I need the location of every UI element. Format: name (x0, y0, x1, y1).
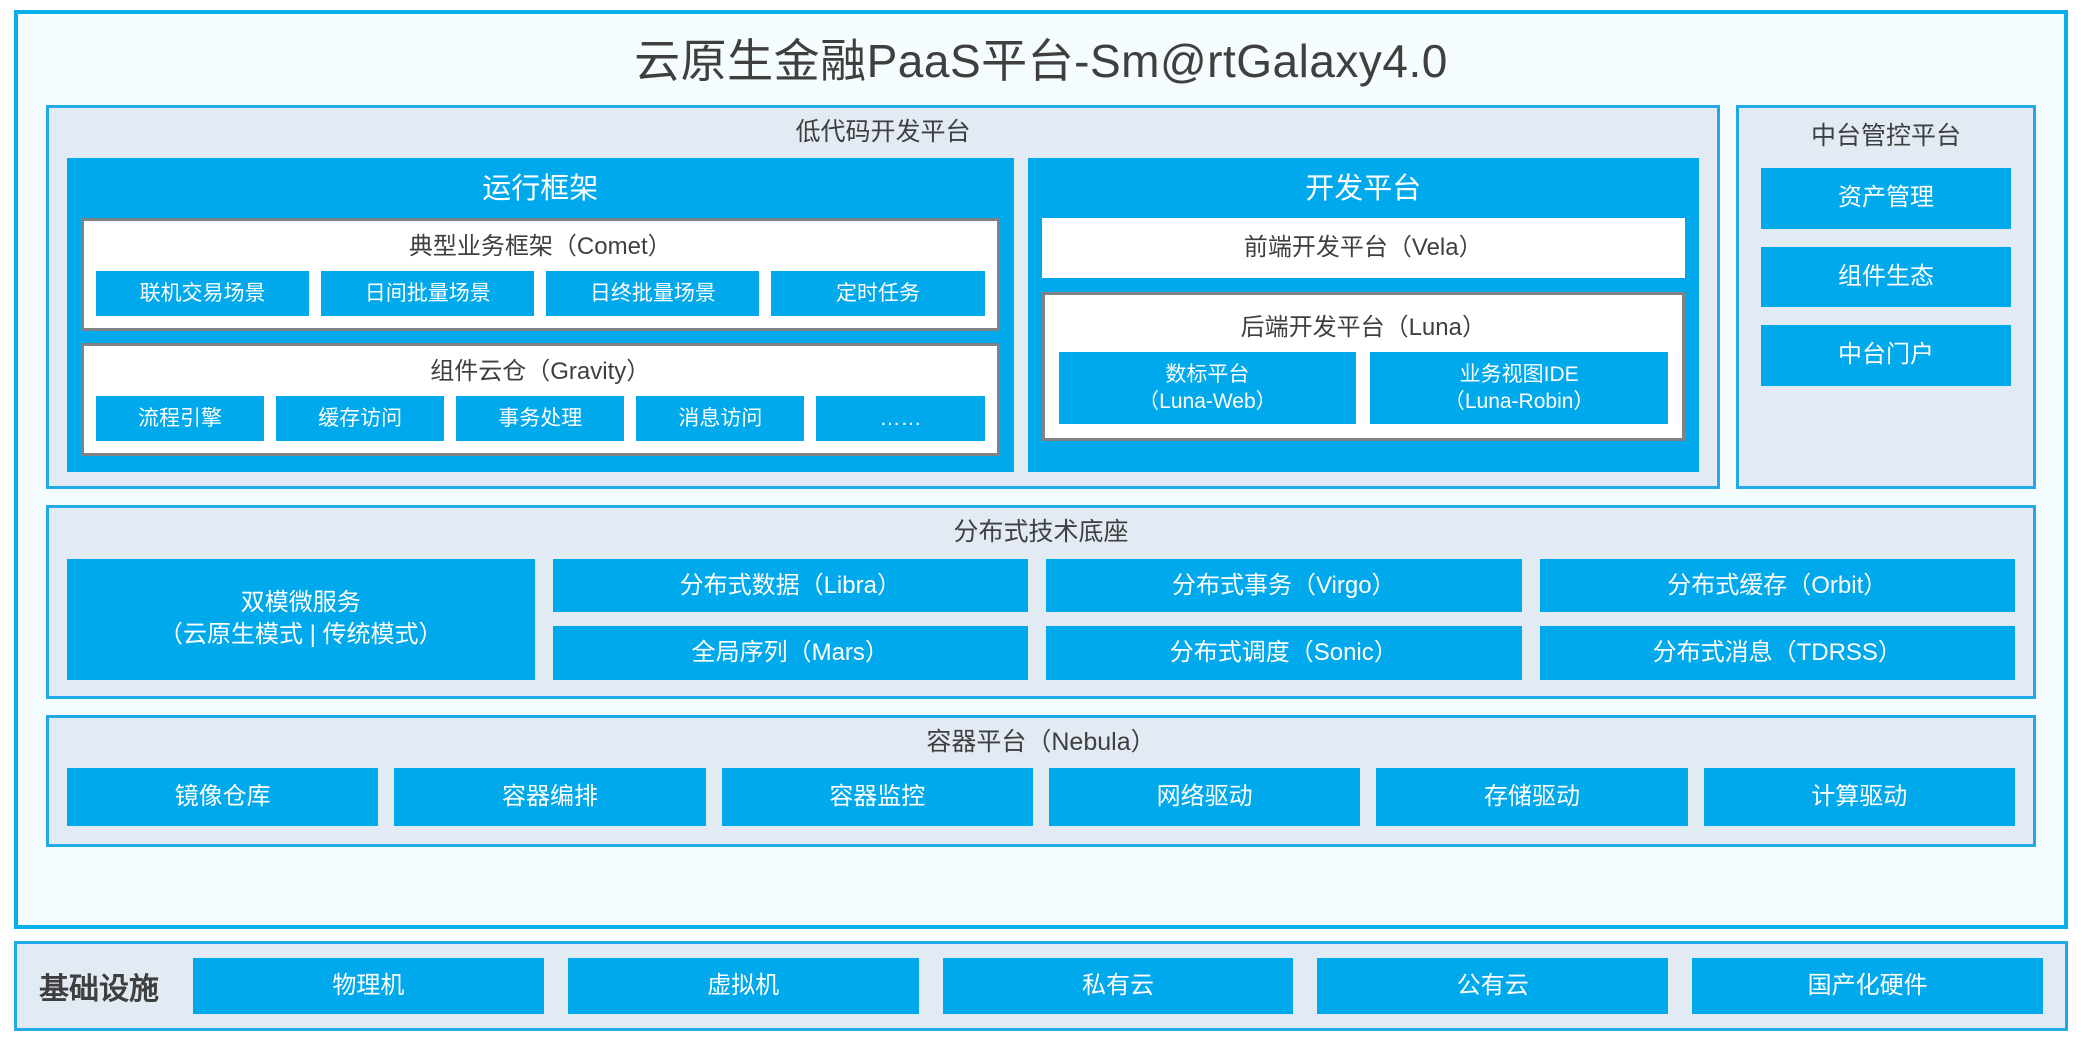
platform-outer-frame: 云原生金融PaaS平台-Sm@rtGalaxy4.0 低代码开发平台 运行框架 … (14, 10, 2068, 930)
gravity-item-cache-access[interactable]: 缓存访问 (276, 395, 445, 441)
distributed-base-panel: 分布式技术底座 双模微服务 （云原生模式 | 传统模式） 分布式数据（Libra… (46, 504, 2036, 699)
runtime-framework-title: 运行框架 (482, 173, 599, 206)
container-item-storage-driver[interactable]: 存储驱动 (1376, 768, 1688, 827)
comet-item-intraday-batch[interactable]: 日间批量场景 (321, 270, 535, 317)
distributed-item-virgo[interactable]: 分布式事务（Virgo） (1046, 558, 1522, 613)
infrastructure-item-physical-machine[interactable]: 物理机 (193, 958, 544, 1014)
container-platform-items: 镜像仓库 容器编排 容器监控 网络驱动 存储驱动 计算驱动 (67, 768, 2015, 827)
comet-item-online-trade[interactable]: 联机交易场景 (96, 270, 310, 317)
runtime-framework-card: 运行框架 典型业务框架（Comet） 联机交易场景 日间批量场景 日终批量场景 … (67, 158, 1014, 472)
dual-mode-microservice-wrap: 双模微服务 （云原生模式 | 传统模式） (67, 558, 535, 680)
infrastructure-items: 物理机 虚拟机 私有云 公有云 国产化硬件 (193, 958, 2043, 1014)
infrastructure-item-public-cloud[interactable]: 公有云 (1317, 958, 1669, 1014)
comet-title: 典型业务框架（Comet） (408, 233, 672, 261)
container-platform-panel: 容器平台（Nebula） 镜像仓库 容器编排 容器监控 网络驱动 存储驱动 计算… (46, 714, 2036, 848)
gravity-title: 组件云仓（Gravity） (430, 358, 651, 386)
comet-item-eod-batch[interactable]: 日终批量场景 (546, 270, 760, 317)
control-platform-panel: 中台管控平台 资产管理 组件生态 中台门户 (1736, 104, 2036, 489)
distributed-item-tdrss[interactable]: 分布式消息（TDRSS） (1539, 626, 2016, 680)
distributed-column-3: 分布式缓存（Orbit） 分布式消息（TDRSS） (1539, 558, 2016, 680)
luna-web-name: 数标平台 (1165, 362, 1250, 386)
gravity-item-transaction[interactable]: 事务处理 (456, 395, 625, 441)
distributed-column-1: 分布式数据（Libra） 全局序列（Mars） (552, 558, 1029, 680)
infrastructure-item-domestic-hardware[interactable]: 国产化硬件 (1692, 958, 2043, 1014)
gravity-box: 组件云仓（Gravity） 流程引擎 缓存访问 事务处理 消息访问 …… (81, 343, 1000, 456)
comet-items: 联机交易场景 日间批量场景 日终批量场景 定时任务 (96, 270, 985, 317)
development-platform-card: 开发平台 前端开发平台（Vela） 后端开发平台（Luna） 数标平台 （Lun… (1027, 158, 1699, 472)
container-item-orchestration[interactable]: 容器编排 (394, 768, 706, 827)
spacer (81, 331, 1000, 343)
distributed-item-sonic[interactable]: 分布式调度（Sonic） (1046, 626, 1522, 680)
container-item-network-driver[interactable]: 网络驱动 (1048, 768, 1361, 827)
luna-backend-box: 后端开发平台（Luna） 数标平台 （Luna-Web） 业务视图IDE （Lu… (1041, 291, 1685, 442)
distributed-item-mars[interactable]: 全局序列（Mars） (552, 626, 1029, 680)
page-title: 云原生金融PaaS平台-Sm@rtGalaxy4.0 (634, 35, 1448, 87)
distributed-base-title: 分布式技术底座 (953, 517, 1129, 546)
control-item-component-ecosystem[interactable]: 组件生态 (1761, 246, 2011, 308)
luna-item-luna-web[interactable]: 数标平台 （Luna-Web） (1058, 351, 1357, 425)
comet-item-scheduled-task[interactable]: 定时任务 (771, 270, 985, 317)
upper-row: 低代码开发平台 运行框架 典型业务框架（Comet） 联机交易场景 日间批量场景… (46, 104, 2036, 489)
luna-title: 后端开发平台（Luna） (1240, 313, 1486, 341)
lowcode-platform-body: 运行框架 典型业务框架（Comet） 联机交易场景 日间批量场景 日终批量场景 … (49, 158, 1717, 472)
development-platform-title: 开发平台 (1305, 173, 1422, 206)
container-item-monitoring[interactable]: 容器监控 (721, 768, 1033, 827)
vela-frontend-box[interactable]: 前端开发平台（Vela） (1041, 218, 1685, 278)
luna-robin-code: （Luna-Robin） (1443, 390, 1595, 414)
control-item-portal[interactable]: 中台门户 (1761, 325, 2011, 386)
control-platform-title: 中台管控平台 (1810, 121, 1961, 150)
distributed-item-libra[interactable]: 分布式数据（Libra） (552, 558, 1029, 613)
distributed-column-2: 分布式事务（Virgo） 分布式调度（Sonic） (1046, 558, 1522, 680)
dual-mode-line2: （云原生模式 | 传统模式） (158, 621, 443, 649)
luna-web-code: （Luna-Web） (1138, 390, 1277, 414)
infrastructure-panel: 基础设施 物理机 虚拟机 私有云 公有云 国产化硬件 (14, 941, 2068, 1031)
container-item-image-registry[interactable]: 镜像仓库 (67, 768, 379, 827)
container-item-compute-driver[interactable]: 计算驱动 (1703, 768, 2015, 827)
lowcode-platform-title: 低代码开发平台 (795, 117, 971, 146)
gravity-item-message-access[interactable]: 消息访问 (636, 395, 805, 441)
luna-robin-name: 业务视图IDE (1459, 362, 1579, 386)
infrastructure-item-private-cloud[interactable]: 私有云 (942, 958, 1294, 1014)
container-platform-title: 容器平台（Nebula） (926, 727, 1156, 756)
infrastructure-label: 基础设施 (39, 973, 159, 1007)
dual-mode-line1: 双模微服务 (240, 588, 361, 616)
gravity-items: 流程引擎 缓存访问 事务处理 消息访问 …… (96, 395, 985, 441)
gravity-item-more[interactable]: …… (816, 395, 985, 441)
dual-mode-microservice[interactable]: 双模微服务 （云原生模式 | 传统模式） (67, 558, 535, 680)
control-item-asset-management[interactable]: 资产管理 (1761, 168, 2011, 229)
lowcode-platform-panel: 低代码开发平台 运行框架 典型业务框架（Comet） 联机交易场景 日间批量场景… (46, 104, 1720, 489)
distributed-base-body: 双模微服务 （云原生模式 | 传统模式） 分布式数据（Libra） 全局序列（M… (67, 558, 2016, 680)
comet-box: 典型业务框架（Comet） 联机交易场景 日间批量场景 日终批量场景 定时任务 (81, 218, 1000, 332)
luna-item-luna-robin[interactable]: 业务视图IDE （Luna-Robin） (1370, 351, 1669, 425)
distributed-item-orbit[interactable]: 分布式缓存（Orbit） (1539, 558, 2016, 613)
infrastructure-item-virtual-machine[interactable]: 虚拟机 (567, 958, 919, 1014)
gravity-item-process-engine[interactable]: 流程引擎 (96, 395, 265, 441)
luna-items: 数标平台 （Luna-Web） 业务视图IDE （Luna-Robin） (1058, 351, 1669, 425)
control-platform-items: 资产管理 组件生态 中台门户 (1761, 162, 2011, 465)
